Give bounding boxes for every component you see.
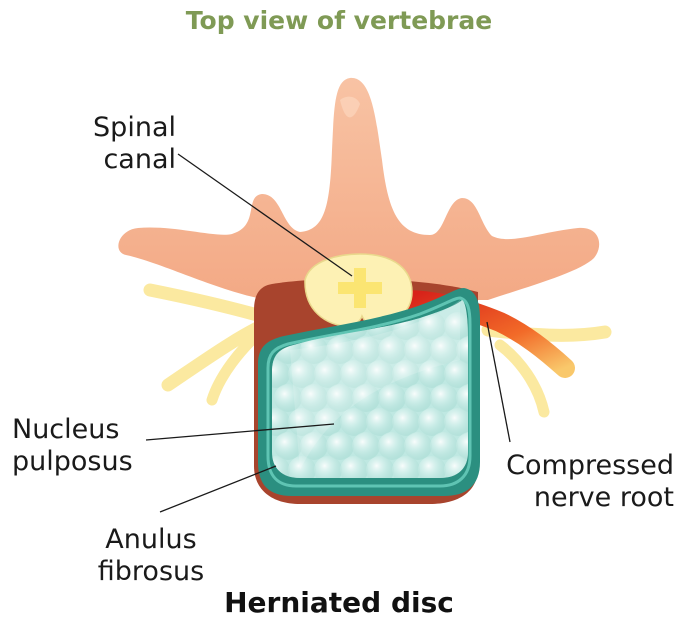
nucleus-bubble [392,408,420,436]
diagram-caption: Herniated disc [0,586,678,619]
label-spinal-canal: Spinal canal [64,112,176,176]
label-anulus-line1: Anulus [76,524,226,556]
label-nucleus-line1: Nucleus [12,414,172,446]
nucleus-bubble [378,432,406,460]
nucleus-bubble [430,432,458,460]
nucleus-bubble [378,384,406,412]
label-compressed-nerve-root: Compressed nerve root [470,450,674,514]
nucleus-bubble [404,384,432,412]
nucleus-bubble [418,408,446,436]
label-nerve-line2: nerve root [470,482,674,514]
nucleus-bubble [352,432,380,460]
label-nerve-line1: Compressed [470,450,674,482]
nucleus-bubble [326,432,354,460]
label-spinal-canal-line1: Spinal [64,112,176,144]
nucleus-bubble [366,408,394,436]
label-anulus-fibrosus: Anulus fibrosus [76,524,226,588]
nucleus-bubble [444,360,472,388]
label-spinal-canal-line2: canal [64,144,176,176]
label-nucleus-pulposus: Nucleus pulposus [12,414,172,478]
leader-anulus [160,466,276,512]
nucleus-bubble [430,384,458,412]
label-nucleus-line2: pulposus [12,446,172,478]
nucleus-bubble [404,432,432,460]
label-anulus-line2: fibrosus [76,556,226,588]
nucleus-bubble [444,408,472,436]
